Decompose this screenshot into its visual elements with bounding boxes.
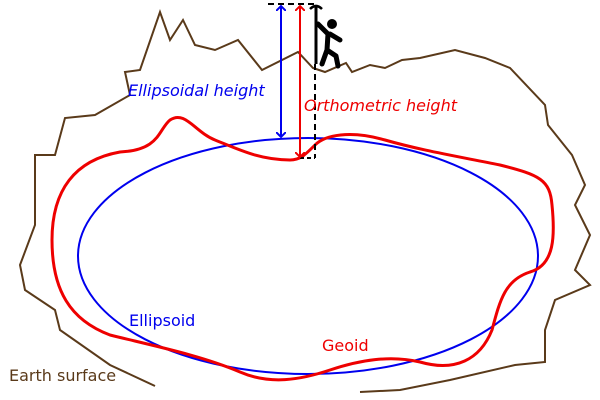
earth-surface-line (18, 8, 592, 393)
geoid-label: Geoid (322, 336, 369, 355)
geoid-shape (50, 116, 555, 382)
ellipsoid-label: Ellipsoid (129, 311, 196, 330)
surveyor-with-pole-icon (309, 4, 343, 69)
orthometric-height-label: Orthometric height (304, 96, 457, 115)
ellipsoidal-height-label: Ellipsoidal height (128, 81, 265, 100)
earth-surface-label: Earth surface (9, 366, 117, 385)
ellipsoid-shape (77, 137, 539, 375)
